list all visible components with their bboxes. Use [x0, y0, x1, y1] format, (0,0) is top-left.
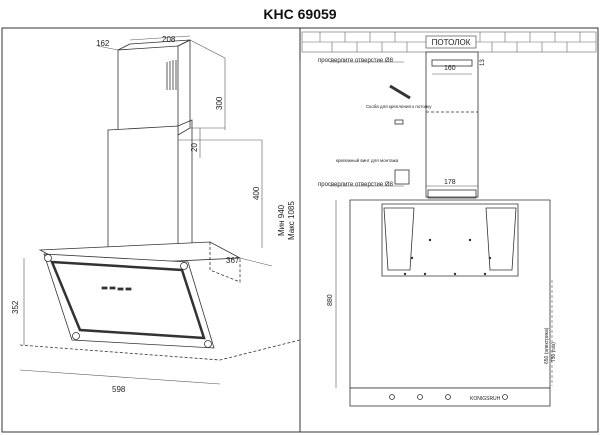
dim-upper-height: 300 [215, 96, 224, 110]
upper-chimney-side [177, 39, 191, 136]
dim-body-width: 598 [112, 385, 126, 394]
dim-body-height: 352 [11, 300, 20, 314]
ceiling-label-box [425, 35, 477, 49]
dim-mid-width: 178 [444, 179, 456, 186]
drill-note-top: просверлите отверстие Ø8 [318, 58, 394, 64]
dim-min-height: Мин 940 [277, 204, 286, 236]
lower-chimney-front [107, 125, 179, 253]
ceiling-bracket [431, 59, 473, 67]
dim-lower-height: 400 [252, 186, 261, 200]
hood-right-flap [485, 207, 517, 271]
dim-top-offset: 13 [480, 59, 486, 66]
hood-left-flap [383, 207, 415, 271]
left-dimensions [19, 35, 301, 385]
left-dimension-labels: 162 208 300 20 400 Мин 940 Макс 1085 367… [11, 35, 296, 394]
right-hood-front-view [349, 51, 551, 407]
floor-outline [19, 339, 301, 361]
mount-screw-icon [394, 119, 404, 125]
brick-joints [319, 32, 581, 52]
dim-side-height: 880 [327, 294, 334, 306]
dim-height-note-electric: 650 (электрика) [544, 327, 550, 364]
dim-max-height: Макс 1085 [287, 201, 296, 240]
chimney-front [425, 51, 479, 198]
dim-top-width: 208 [162, 35, 176, 44]
ceiling-label: ПОТОЛОК [432, 38, 471, 47]
mounting-points [403, 238, 492, 276]
dim-base-depth: 367 [226, 256, 240, 265]
hood-control-panel [349, 387, 551, 407]
drill-note-mid: просверлите отверстие Ø8 [318, 182, 394, 188]
dim-height-note-gas: 750 (газ) [551, 342, 557, 362]
panel-brand-label: KONIGSRUH [470, 396, 501, 402]
chimney-vent-slots [166, 60, 177, 90]
screw-detail-icon [394, 169, 410, 185]
right-dimension-labels: просверлите отверстие Ø8 Скоба для крепл… [318, 58, 557, 402]
hood-front-outline [349, 199, 551, 389]
dim-top-depth: 162 [96, 39, 110, 48]
lower-bracket [427, 189, 477, 199]
hood-motor-housing [381, 203, 519, 277]
wall-outline [209, 242, 241, 283]
right-dimensions [330, 52, 553, 388]
lower-chimney-side [177, 119, 193, 249]
control-knobs [389, 394, 508, 400]
control-buttons [101, 286, 132, 291]
model-title: KHC 69059 [263, 6, 337, 22]
mount-note: крепежный винт для монтажа [336, 157, 399, 163]
dim-overlap: 20 [190, 143, 199, 152]
hood-glass-panel [50, 260, 206, 340]
bracket-caption: Скоба для крепления к потолку [366, 104, 432, 109]
left-hood-isometric [19, 39, 301, 361]
bracket-detail-icon [389, 84, 411, 100]
glass-clip-corners [44, 254, 212, 348]
dim-bracket-width: 160 [444, 65, 456, 72]
upper-chimney-front [117, 45, 179, 141]
